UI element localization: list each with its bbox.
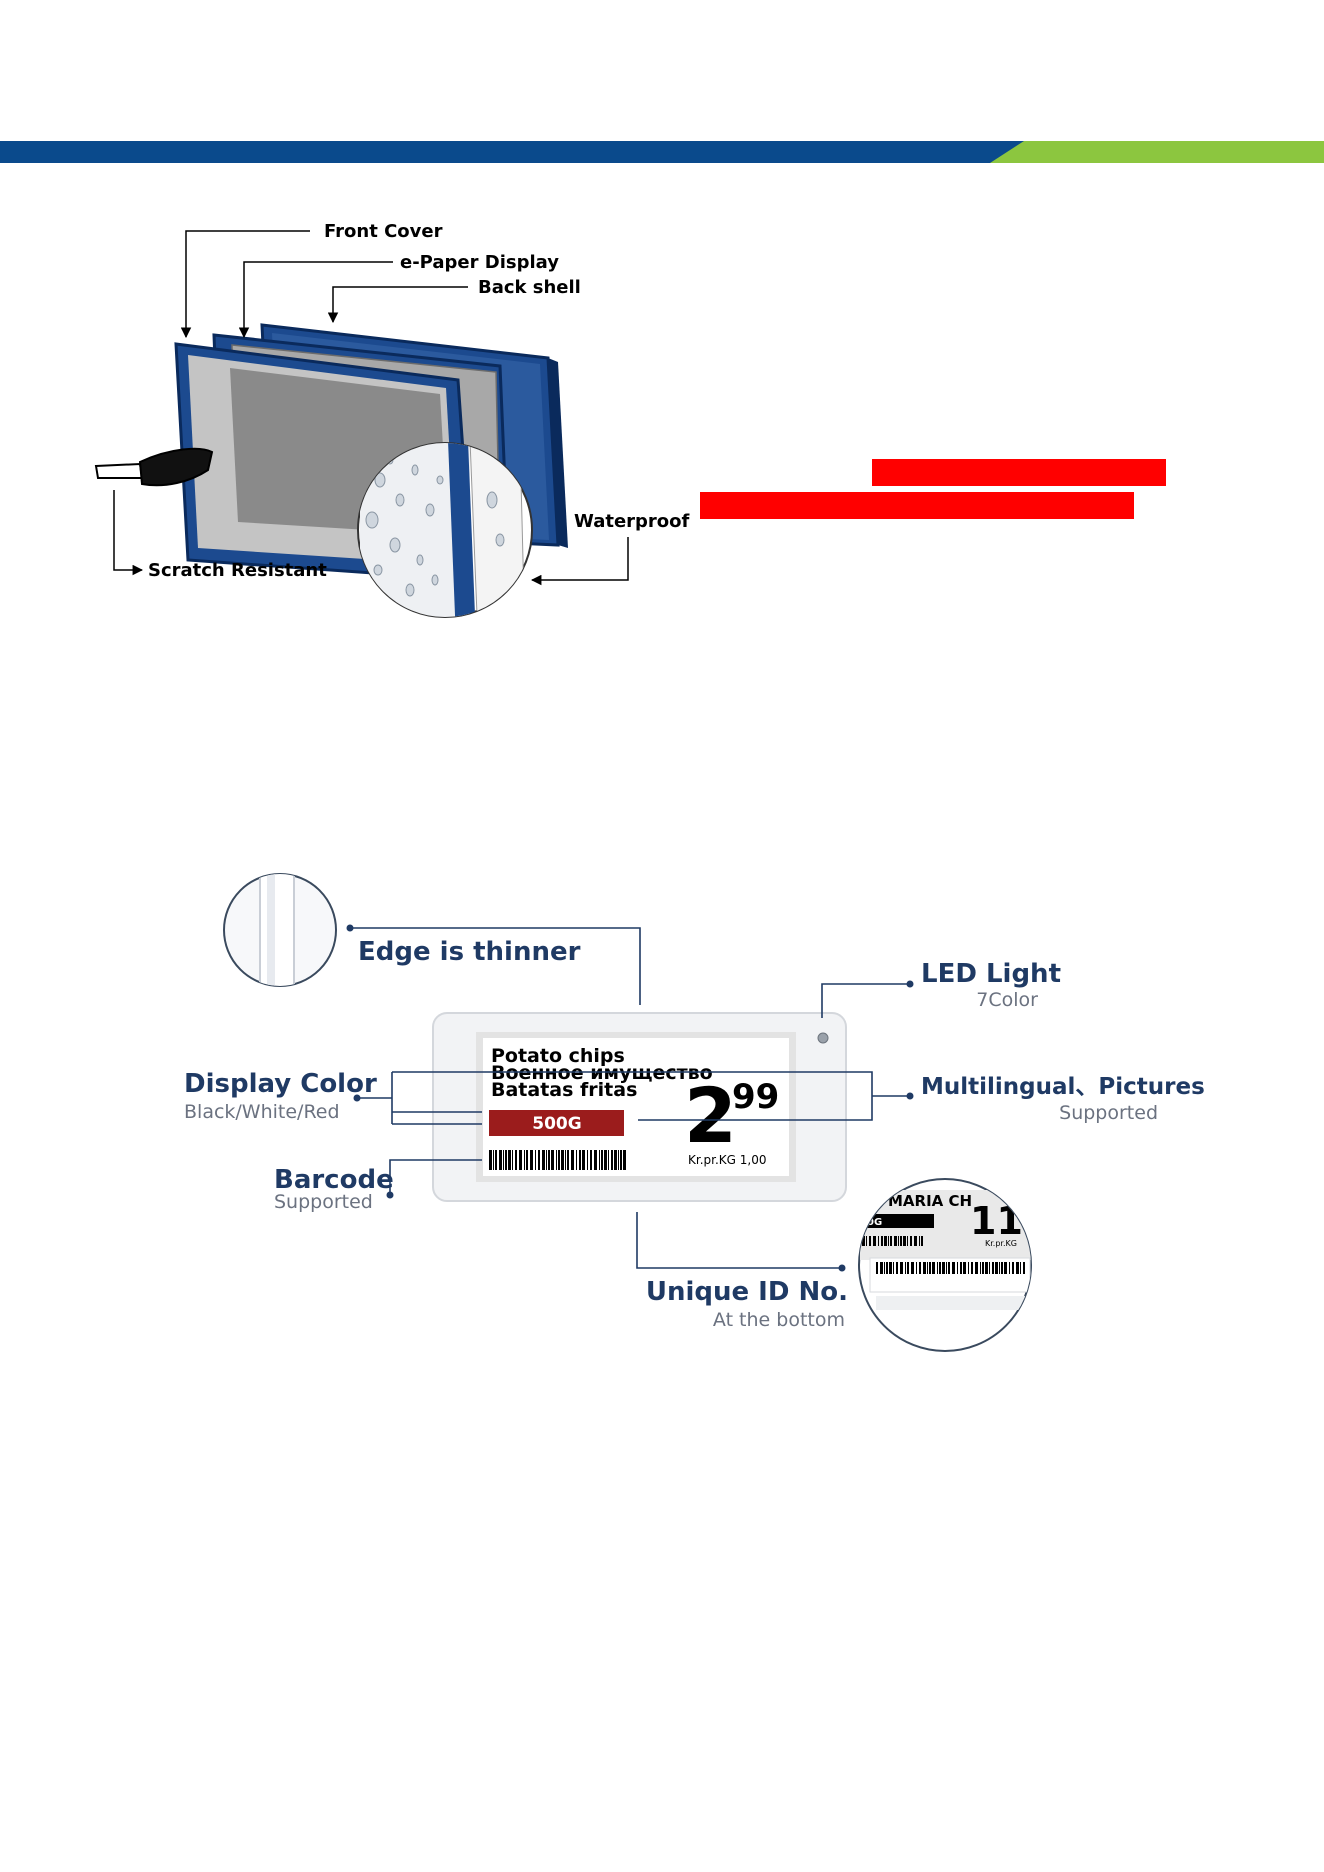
leader-back-shell (327, 286, 468, 324)
leader-epaper (238, 261, 393, 339)
tag-price-main: 2 (684, 1071, 737, 1160)
feature-unique-id-sub: At the bottom (713, 1309, 845, 1331)
feature-display-color-title: Display Color (184, 1069, 377, 1099)
feature-multilingual-title: Multilingual、Pictures (921, 1074, 1205, 1100)
feature-multilingual-sub: Supported (1059, 1102, 1158, 1124)
feature-display-color-sub: Black/White/Red (184, 1101, 340, 1123)
tag-product-line-2: Военное имущество (491, 1062, 713, 1084)
leader-waterproof (530, 537, 629, 586)
tag-product-line-3: Batatas fritas (491, 1079, 637, 1101)
exploded-view-diagram: Front Cover e-Paper Display Back shell W… (94, 221, 690, 618)
label-waterproof: Waterproof (574, 511, 690, 532)
header-band (0, 141, 1324, 163)
redaction-bar-2 (700, 492, 1134, 519)
feature-edge-title: Edge is thinner (358, 937, 581, 967)
tag-weight-badge: 500G (532, 1114, 581, 1134)
feature-diagram: Potato chips Военное имущество Batatas f… (184, 873, 1205, 1352)
redaction-bar-1 (872, 459, 1166, 486)
label-front-cover: Front Cover (324, 221, 443, 242)
callout-leaders (350, 927, 910, 1269)
tag-price-cents: 99 (732, 1077, 779, 1117)
feature-led-sub: 7Color (976, 989, 1038, 1011)
knife-icon (94, 447, 214, 487)
price-tag-screen: Potato chips Военное имущество Batatas f… (489, 1045, 779, 1170)
feature-barcode-sub: Supported (274, 1191, 373, 1213)
edge-magnifier (223, 873, 337, 987)
unique-id-magnifier: MARIA CH 0G 11 Kr.pr.KG (858, 1178, 1032, 1352)
leader-scratch (113, 490, 144, 576)
tag-product-line-1: Potato chips (491, 1045, 625, 1067)
feature-barcode-title: Barcode (274, 1165, 394, 1195)
esl-device (432, 1012, 847, 1202)
feature-unique-id-title: Unique ID No. (646, 1277, 848, 1307)
zoom-name: MARIA CH (888, 1192, 972, 1210)
label-epaper-display: e-Paper Display (400, 252, 559, 273)
leader-front-cover (180, 230, 310, 339)
zoom-barcode-top (862, 1236, 923, 1246)
label-back-shell: Back shell (478, 277, 581, 298)
zoom-size: 0G (867, 1217, 882, 1228)
zoom-number: 11 (970, 1199, 1023, 1243)
feature-led-title: LED Light (921, 959, 1061, 989)
label-scratch-resistant: Scratch Resistant (148, 560, 327, 581)
zoom-unique-id-barcode (876, 1262, 1025, 1274)
zoom-unit: Kr.pr.KG (985, 1239, 1017, 1248)
tag-unit-price: Kr.pr.KG 1,00 (688, 1153, 766, 1167)
tag-barcode (489, 1150, 626, 1170)
waterproof-magnifier (357, 442, 533, 618)
callout-dots (346, 924, 914, 1272)
